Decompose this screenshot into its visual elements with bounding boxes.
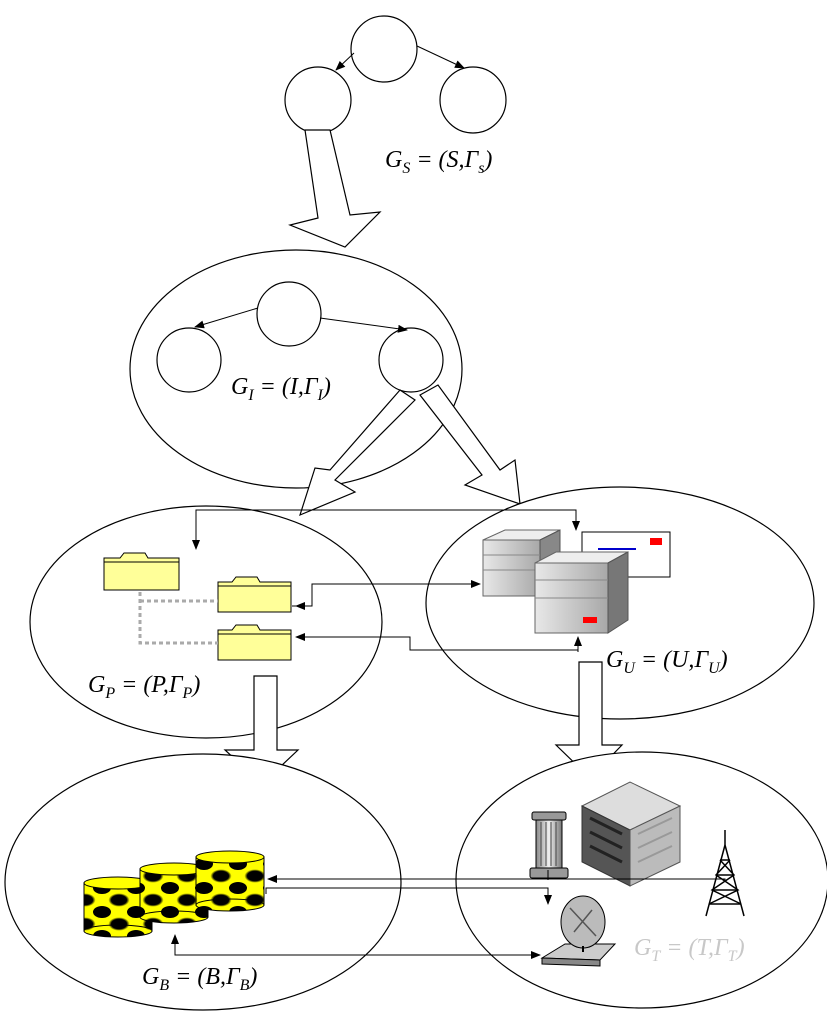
gi-node-right <box>378 327 444 393</box>
database-icon <box>195 850 265 912</box>
gs-edge-right <box>416 45 465 69</box>
gt-label: GT = (T,ΓT) <box>634 935 745 965</box>
satellite-dish-icon <box>540 895 617 967</box>
block-arrow-i-to-u <box>419 384 521 505</box>
block-arrow-i-to-p <box>299 389 416 517</box>
gi-tree <box>156 281 444 393</box>
gs-tree <box>284 15 507 134</box>
gs-node-root <box>350 15 418 83</box>
building-icon <box>580 781 682 887</box>
radio-tower-icon <box>705 830 745 917</box>
gp-container <box>29 505 383 739</box>
column-icon <box>529 811 569 879</box>
gi-edge-left <box>194 307 259 329</box>
server-icon <box>534 551 629 634</box>
gu-label: GU = (U,ΓU) <box>606 647 728 677</box>
gi-label: GI = (I,ΓI) <box>231 374 331 404</box>
gi-edge-right <box>319 317 408 333</box>
gi-node-left <box>156 327 222 393</box>
folder-icon <box>103 552 180 591</box>
server-icon <box>482 529 561 597</box>
gp-label: GP = (P,ΓP) <box>88 672 200 702</box>
folder-icon <box>217 624 292 661</box>
link-b-t-top <box>267 875 726 883</box>
folder-hierarchy-connector <box>138 592 218 645</box>
link-b-t-mid <box>265 887 552 905</box>
folder-icon <box>217 576 292 613</box>
gb-label: GB = (B,ΓB) <box>142 964 257 994</box>
gs-edge-left <box>335 52 355 71</box>
block-arrow-s-to-i <box>288 129 382 248</box>
gs-node-right <box>439 66 507 134</box>
gs-node-left <box>284 66 352 134</box>
gi-node-root <box>256 281 322 347</box>
gs-label: GS = (S,Γs) <box>385 147 492 177</box>
